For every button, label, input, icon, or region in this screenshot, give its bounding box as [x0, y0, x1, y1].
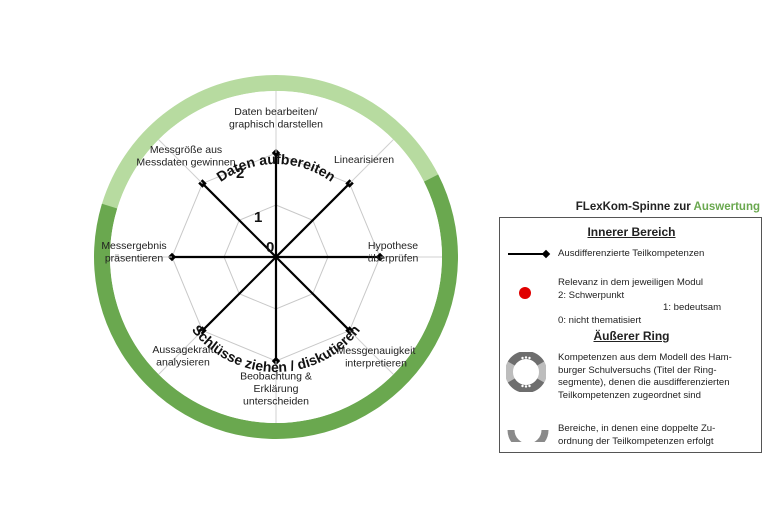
scale-label-2: 2 — [236, 165, 244, 182]
ring-segment-icon — [506, 352, 546, 392]
ring-segment-daten-aufbereiten — [100, 74, 439, 215]
axis-labels: Daten bearbeiten/graphisch darstellenLin… — [101, 106, 418, 408]
axis-label-1: Linearisieren — [334, 154, 394, 166]
legend-title: FLexKom-Spinne zur Auswertung — [575, 201, 760, 213]
label-leaders — [110, 91, 442, 423]
spoke-1 — [275, 182, 351, 258]
leader-line-3 — [349, 330, 394, 375]
legend-box: Innerer Bereich Ausdifferenzierte Teilko… — [499, 217, 762, 453]
axis-label-0: Daten bearbeiten/graphisch darstellen — [229, 106, 323, 131]
legend-heading-outer: Äußerer Ring — [593, 329, 670, 343]
legend-relevance-text: Relevanz in dem jeweiligen Modul 2: Schw… — [558, 277, 722, 326]
spoke-5 — [201, 256, 277, 332]
scale-label-1: 1 — [254, 209, 262, 226]
scale-label-0: 0 — [266, 239, 274, 256]
double-assignment-icon — [507, 429, 549, 442]
red-dot-icon — [519, 287, 531, 299]
line-marker-icon — [508, 249, 551, 259]
legend-ring-text: Kompetenzen aus dem Modell des Ham- burg… — [558, 352, 732, 401]
leader-line-7 — [158, 139, 203, 184]
spoke-7 — [201, 182, 277, 258]
spoke-3 — [275, 256, 351, 332]
legend-line-text: Ausdifferenzierte Teilkompetenzen — [558, 248, 705, 259]
leader-line-1 — [349, 139, 394, 184]
legend-heading-inner: Innerer Bereich — [587, 225, 676, 239]
legend-double-text: Bereiche, in denen eine doppelte Zu- ord… — [558, 423, 716, 447]
leader-line-5 — [158, 330, 203, 375]
